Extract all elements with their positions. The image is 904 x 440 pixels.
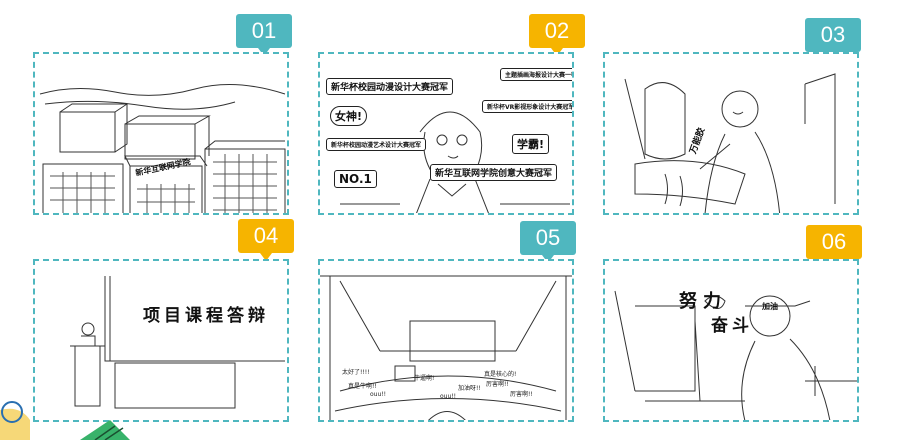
lecture-podium-drawing [70, 276, 285, 409]
panel-05-audience: 太好了!!!! 真是牛啊!! 牛逼啊! 真是核心的! 厉害啊!! 加油呀!! 厉… [318, 259, 574, 422]
panel-number-tag-05: 05 [520, 221, 576, 263]
panel-06-hard-work: 努力 奋斗 加油 [603, 259, 859, 422]
panel-02-awards: 新华杯校园动漫设计大赛冠军 主题插画海报设计大赛一等 新华杯VR影视形象设计大赛… [318, 52, 574, 215]
audience-bubble-7: 厉害啊!! [510, 391, 533, 398]
audience-bubble-5: 厉害啊!! [486, 381, 509, 388]
audience-bubble-9: ouu!! [440, 393, 457, 400]
award-banner-creative: 新华互联网学院创意大赛冠军 [430, 164, 558, 181]
audience-bubble-6: 加油呀!! [458, 385, 481, 392]
award-banner-illustration: 主题插画海报设计大赛一等 [500, 68, 572, 81]
panel-number-tag-01: 01 [236, 14, 292, 56]
goddess-bubble: 女神! [330, 106, 368, 126]
audience-bubble-1: 太好了!!!! [342, 369, 370, 376]
headband-text: 加油 [762, 302, 778, 311]
decorative-corner-graphic [0, 401, 130, 440]
panel-01-campus: 新华互联网学院 [33, 52, 289, 215]
student-at-computer-drawing [614, 290, 857, 420]
panel-number-tag-06: 06 [806, 225, 862, 267]
panel-number-tag-02: 02 [529, 14, 585, 56]
student-glue-chair-drawing [624, 73, 836, 213]
effort-shout: 努力 [679, 291, 727, 312]
no1-bubble: NO.1 [334, 170, 377, 188]
award-winner-drawing [340, 111, 570, 213]
panel-number-tag-03: 03 [805, 18, 861, 60]
struggle-shout: 奋斗 [711, 316, 753, 336]
panel-04-defense: 项目课程答辩 [33, 259, 289, 422]
presentation-board-title: 项目课程答辩 [143, 306, 269, 326]
campus-buildings-drawing [39, 84, 286, 213]
audience-bubble-8: ouu!! [370, 391, 387, 398]
auditorium-drawing [320, 275, 572, 420]
top-student-bubble: 学霸! [512, 134, 550, 154]
award-banner-vr: 新华杯VR影视形象设计大赛冠军 [482, 100, 572, 113]
audience-bubble-4: 真是核心的! [484, 371, 517, 378]
award-banner-art: 新华杯校园动漫艺术设计大赛冠军 [326, 138, 427, 151]
panel-number-tag-04: 04 [238, 219, 294, 261]
audience-bubble-3: 牛逼啊! [414, 375, 435, 382]
award-banner-animation: 新华杯校园动漫设计大赛冠军 [326, 78, 454, 95]
audience-bubble-2: 真是牛啊!! [348, 383, 377, 390]
panel-03-chair-glue: 万能胶 [603, 52, 859, 215]
